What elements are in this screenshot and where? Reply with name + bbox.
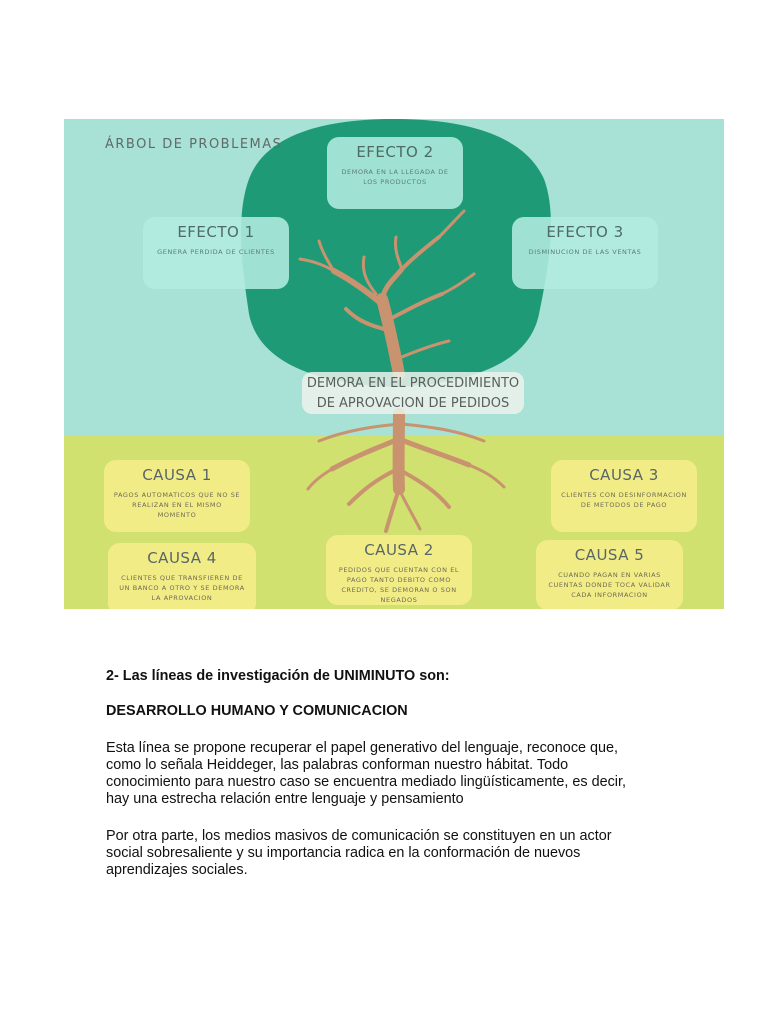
tree-branches <box>298 209 476 380</box>
effect-2-title: EFECTO 2 <box>356 143 434 161</box>
cause-4-description: CLIENTES QUE TRANSFIEREN DE UN BANCO A O… <box>119 574 245 602</box>
cause-2-box: CAUSA 2 PEDIDOS QUE CUENTAN CON EL PAGO … <box>326 535 472 605</box>
paragraph-1-line: como lo señala Heiddeger, las palabras c… <box>106 757 569 773</box>
tree-roots <box>306 408 506 533</box>
paragraph-2-line: social sobresaliente y su importancia ra… <box>106 845 581 861</box>
paragraph-1-line: Esta línea se propone recuperar el papel… <box>106 740 619 756</box>
paragraph-1-line: conocimiento para nuestro caso se encuen… <box>106 774 626 790</box>
cause-5-title: CAUSA 5 <box>574 546 645 564</box>
paragraph-2: Por otra parte, los medios masivos de co… <box>106 828 666 879</box>
cause-1-title: CAUSA 1 <box>142 466 212 484</box>
effect-3-title: EFECTO 3 <box>546 223 624 241</box>
problem-tree-figure: ÁRBOL DE PROBLEMAS EFECTO 2 DEMORA EN LA… <box>64 119 724 609</box>
core-problem-line-1: DEMORA EN EL PROCEDIMIENTO <box>306 376 520 391</box>
research-line-heading: DESARROLLO HUMANO Y COMUNICACION <box>106 703 408 719</box>
cause-2-title: CAUSA 2 <box>364 541 434 559</box>
cause-2-description: PEDIDOS QUE CUENTAN CON EL PAGO TANTO DE… <box>338 566 460 604</box>
paragraph-1: Esta línea se propone recuperar el papel… <box>106 740 666 808</box>
effect-2-description: DEMORA EN LA LLEGADA DE LOS PRODUCTOS <box>341 168 449 186</box>
cause-1-description: PAGOS AUTOMATICOS QUE NO SE REALIZAN EN … <box>113 491 241 519</box>
paragraph-2-line: aprendizajes sociales. <box>106 862 248 878</box>
cause-4-box: CAUSA 4 CLIENTES QUE TRANSFIEREN DE UN B… <box>108 543 256 609</box>
effect-1-title: EFECTO 1 <box>177 223 255 241</box>
cause-5-description: CUANDO PAGAN EN VARIAS CUENTAS DONDE TOC… <box>548 571 671 599</box>
diagram-title: ÁRBOL DE PROBLEMAS <box>105 137 283 152</box>
effect-3-description: DISMINUCION DE LAS VENTAS <box>528 248 642 256</box>
section-heading: 2- Las líneas de investigación de UNIMIN… <box>106 668 450 684</box>
core-problem-label: DEMORA EN EL PROCEDIMIENTO DE APROVACION… <box>302 372 524 414</box>
effect-1-box: EFECTO 1 GENERA PERDIDA DE CLIENTES <box>143 217 289 289</box>
cause-4-title: CAUSA 4 <box>147 549 217 567</box>
cause-1-box: CAUSA 1 PAGOS AUTOMATICOS QUE NO SE REAL… <box>104 460 250 532</box>
cause-3-description: CLIENTES CON DESINFORMACION DE METODOS D… <box>561 491 687 509</box>
effect-2-box: EFECTO 2 DEMORA EN LA LLEGADA DE LOS PRO… <box>327 137 463 209</box>
effect-1-description: GENERA PERDIDA DE CLIENTES <box>157 248 275 256</box>
cause-3-box: CAUSA 3 CLIENTES CON DESINFORMACION DE M… <box>551 460 697 532</box>
cause-3-title: CAUSA 3 <box>589 466 659 484</box>
paragraph-2-line: Por otra parte, los medios masivos de co… <box>106 828 612 844</box>
core-problem-line-2: DE APROVACION DE PEDIDOS <box>316 396 510 411</box>
effect-3-box: EFECTO 3 DISMINUCION DE LAS VENTAS <box>512 217 658 289</box>
paragraph-1-line: hay una estrecha relación entre lenguaje… <box>106 791 464 807</box>
cause-5-box: CAUSA 5 CUANDO PAGAN EN VARIAS CUENTAS D… <box>536 540 683 609</box>
